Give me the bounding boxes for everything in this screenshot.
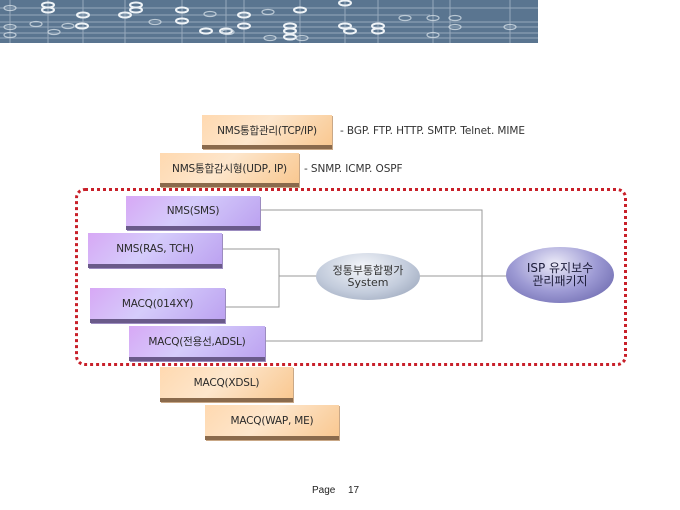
nms-integrated-management-protocols: - BGP. FTP. HTTP. SMTP. Telnet. MIME bbox=[340, 125, 525, 137]
nms-integrated-monitoring-protocols: - SNMP. ICMP. OSPF bbox=[304, 163, 403, 175]
macq-wap-me-label: MACQ(WAP, ME) bbox=[230, 414, 314, 427]
nms-integrated-monitoring-box: NMS통합감시형(UDP, IP) bbox=[160, 153, 299, 187]
macq-xdsl-box: MACQ(XDSL) bbox=[160, 367, 293, 402]
macq-leased-line-adsl-box: MACQ(전용선,ADSL) bbox=[129, 326, 265, 361]
macq-leased-line-adsl-label: MACQ(전용선,ADSL) bbox=[148, 336, 246, 348]
isp-package-line1: ISP 유지보수 bbox=[526, 261, 594, 275]
evaluation-system-line2: System bbox=[347, 275, 389, 289]
nms-ras-tch-box: NMS(RAS, TCH) bbox=[88, 233, 222, 268]
macq-wap-me-box: MACQ(WAP, ME) bbox=[205, 405, 339, 440]
nms-system-group-border bbox=[75, 188, 627, 366]
isp-package-line2: 관리패키지 bbox=[532, 274, 588, 288]
nms-sms-box: NMS(SMS) bbox=[126, 196, 260, 230]
circuit-pattern-icon bbox=[0, 0, 538, 43]
evaluation-system-line1: 정통부통합평가 bbox=[332, 263, 404, 277]
macq-014xy-box: MACQ(014XY) bbox=[90, 288, 225, 323]
isp-maintenance-package-node: ISP 유지보수 관리패키지 bbox=[506, 247, 614, 303]
evaluation-system-node: 정통부통합평가 System bbox=[316, 253, 420, 300]
nms-integrated-monitoring-label: NMS통합감시형(UDP, IP) bbox=[172, 162, 287, 175]
page-number: 17 bbox=[348, 485, 360, 496]
nms-integrated-management-box: NMS통합관리(TCP/IP) bbox=[202, 115, 332, 149]
page-label: Page bbox=[312, 485, 336, 496]
macq-xdsl-label: MACQ(XDSL) bbox=[193, 376, 260, 389]
nms-sms-label: NMS(SMS) bbox=[166, 205, 220, 217]
macq-014xy-label: MACQ(014XY) bbox=[121, 297, 194, 310]
nms-integrated-management-label: NMS통합관리(TCP/IP) bbox=[217, 124, 317, 137]
header-banner bbox=[0, 0, 538, 43]
nms-ras-tch-label: NMS(RAS, TCH) bbox=[116, 242, 194, 255]
